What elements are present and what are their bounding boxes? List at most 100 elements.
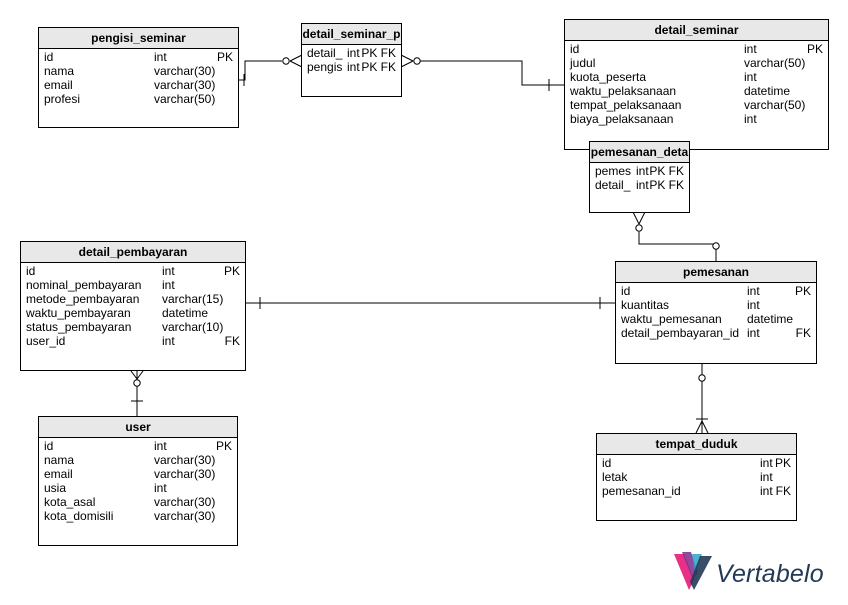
column-type: int (347, 46, 360, 60)
column-name: nominal_pembayaran (26, 278, 142, 292)
column-name: id (26, 264, 36, 278)
column-name: kuota_peserta (570, 70, 647, 84)
column-type: int (744, 112, 757, 126)
many-marker (289, 54, 303, 68)
table-title: user (39, 417, 237, 438)
vertabelo-mark-icon (674, 552, 712, 590)
column-name: nama (44, 64, 75, 78)
table-row[interactable]: tempat_pelaksanaan varchar(50) (570, 98, 823, 112)
column-type: datetime (744, 84, 791, 98)
table-title: pemesanan (616, 262, 816, 283)
column-flag: PK FK (649, 164, 684, 178)
table-row[interactable]: id int PK (44, 50, 233, 64)
table-row[interactable]: kuantitas int (621, 298, 811, 312)
column-type: int (162, 334, 175, 348)
column-flag: PK (216, 50, 233, 64)
column-type: int (747, 298, 760, 312)
column-type: int (760, 456, 773, 470)
column-type: varchar(50) (154, 92, 216, 106)
column-name: tempat_pelaksanaan (570, 98, 682, 112)
column-name: detail_ (595, 178, 631, 192)
column-name: waktu_pembayaran (26, 306, 131, 320)
column-type: int (760, 484, 773, 498)
column-flag: FK (775, 484, 791, 498)
column-type: varchar(30) (154, 509, 216, 523)
column-name: usia (44, 481, 67, 495)
column-type: int (747, 326, 760, 340)
column-type: varchar(30) (154, 453, 216, 467)
column-type: varchar(30) (154, 78, 216, 92)
column-name: letak (602, 470, 628, 484)
column-flag: FK (224, 334, 240, 348)
table-row[interactable]: letak int (602, 470, 791, 484)
zero-marker (698, 374, 706, 382)
column-type: varchar(15) (162, 292, 224, 306)
relationship-line[interactable] (414, 60, 564, 86)
column-type: int (154, 50, 167, 64)
zero-marker (635, 224, 643, 232)
column-flag: PK FK (361, 46, 396, 60)
column-name: id (44, 50, 54, 64)
column-name: pengis (307, 60, 343, 74)
table-title: detail_seminar (565, 20, 828, 41)
column-name: email (44, 467, 73, 481)
table-row[interactable]: kota_domisili varchar(30) (44, 509, 232, 523)
column-name: waktu_pemesanan (621, 312, 722, 326)
column-type: varchar(10) (162, 320, 224, 334)
column-name: judul (570, 56, 596, 70)
column-name: pemes (595, 164, 632, 178)
column-type: int (760, 470, 773, 484)
column-flag: PK (774, 456, 791, 470)
column-name: detail_pembayaran_id (621, 326, 740, 340)
relationship-line[interactable] (239, 60, 282, 81)
column-flag: PK FK (361, 60, 396, 74)
column-flag: PK (215, 439, 232, 453)
column-flag: PK (223, 264, 240, 278)
column-type: varchar(50) (744, 98, 806, 112)
many-marker (695, 420, 709, 434)
zero-marker (712, 242, 720, 250)
column-name: kota_domisili (44, 509, 114, 523)
column-name: kuantitas (621, 298, 670, 312)
relationship-line[interactable] (638, 232, 717, 261)
table-title: detail_pembayaran (21, 242, 245, 263)
vertabelo-logo: Vertabelo (672, 550, 842, 600)
